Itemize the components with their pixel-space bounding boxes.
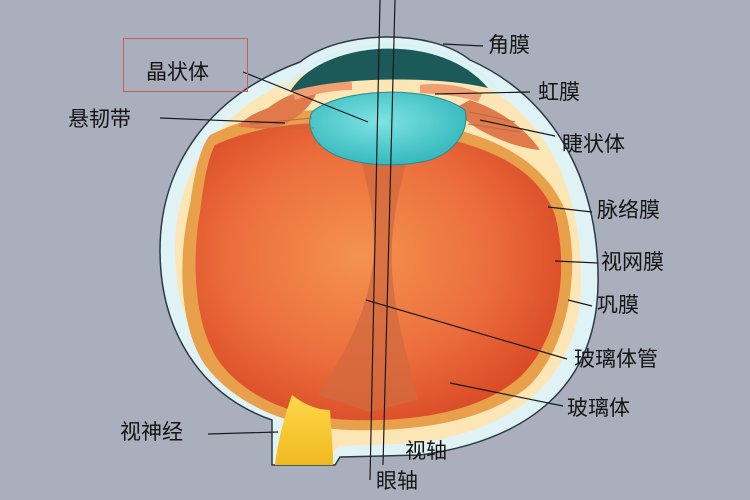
label-zonule: 悬韧带 <box>68 107 131 131</box>
zonule-fibers <box>249 111 521 133</box>
label-retina: 视网膜 <box>601 250 664 274</box>
label-ciliary-body: 睫状体 <box>562 132 625 156</box>
optic-nerve-shape <box>275 395 333 465</box>
cornea-shape <box>281 43 497 93</box>
label-sclera: 巩膜 <box>597 293 639 317</box>
label-optic-axis: 眼轴 <box>376 469 418 493</box>
label-visual-axis: 视轴 <box>405 439 447 463</box>
ciliary-body-shape <box>238 89 540 150</box>
visual-axis-line <box>382 0 396 466</box>
lens-shape <box>309 91 467 166</box>
label-iris: 虹膜 <box>538 80 580 104</box>
label-vitreous-body: 玻璃体 <box>567 396 630 420</box>
leader-lines <box>159 43 599 435</box>
label-lens: 晶状体 <box>146 60 209 84</box>
optic-axis-line <box>369 0 381 481</box>
label-choroid: 脉络膜 <box>597 198 660 222</box>
label-optic-nerve: 视神经 <box>120 420 183 444</box>
label-hyaloid-canal: 玻璃体管 <box>574 347 658 371</box>
lens-highlight-box <box>123 38 248 92</box>
label-cornea: 角膜 <box>488 33 530 57</box>
axes <box>369 0 396 481</box>
hyaloid-canal-shape <box>318 150 418 412</box>
